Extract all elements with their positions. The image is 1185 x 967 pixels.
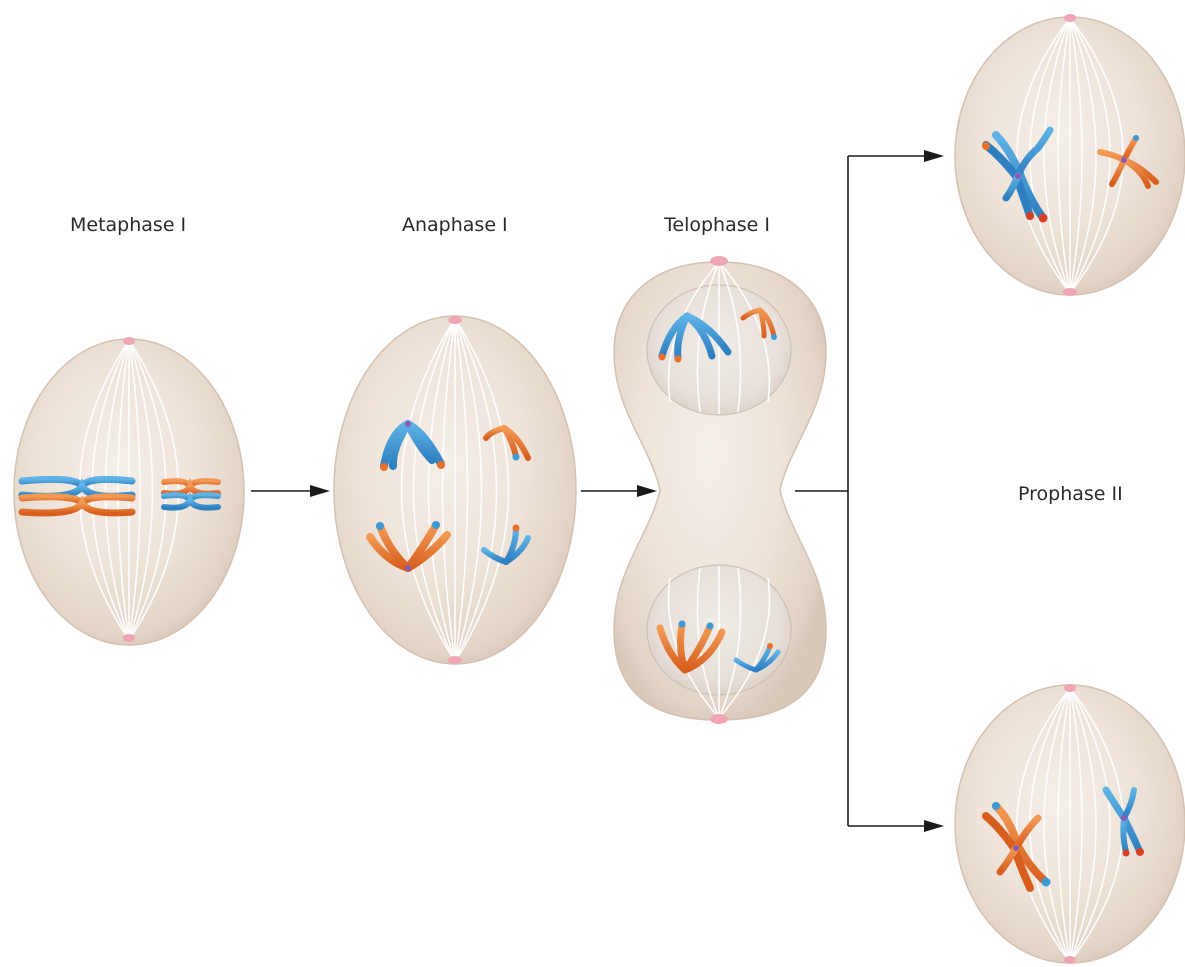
- centrosome-bottom: [710, 714, 728, 724]
- centrosome-top: [1064, 684, 1076, 692]
- centrosome-bottom: [123, 634, 135, 642]
- prophase-2-lower-cell: [955, 684, 1185, 964]
- centrosome-bottom: [1063, 288, 1077, 296]
- label-anaphase-1: Anaphase I: [402, 214, 508, 236]
- label-metaphase-1: Metaphase I: [70, 214, 186, 236]
- label-telophase-1: Telophase I: [663, 214, 770, 236]
- centrosome-top: [123, 337, 135, 345]
- centrosome-top: [710, 256, 728, 266]
- arrow-anaphase-to-telophase: [581, 485, 657, 497]
- prophase-2-upper-cell: [955, 14, 1185, 296]
- metaphase-1-cell: [14, 337, 244, 645]
- centrosome-bottom: [1064, 956, 1076, 964]
- anaphase-1-cell: [334, 316, 576, 664]
- arrow-metaphase-to-anaphase: [251, 485, 330, 497]
- centrosome-top: [1064, 14, 1076, 22]
- centrosome-top: [448, 316, 462, 324]
- centrosome-bottom: [448, 656, 462, 664]
- arrow-telophase-fork: [795, 150, 944, 832]
- label-prophase-2: Prophase II: [1018, 483, 1123, 505]
